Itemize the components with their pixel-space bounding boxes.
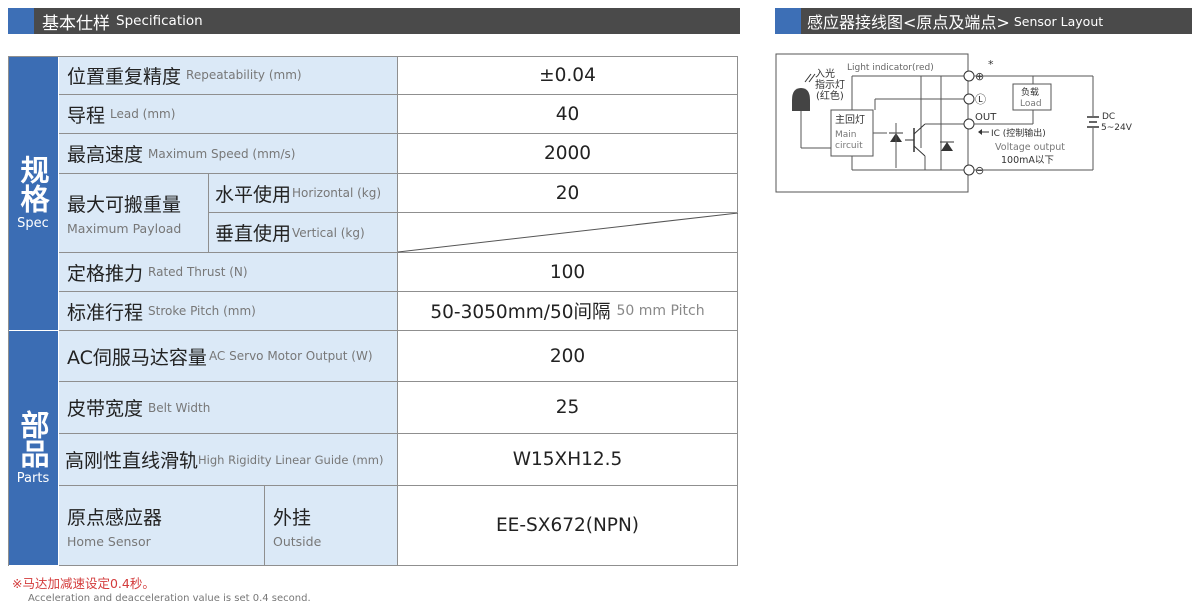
footnote-cn: ※马达加减速设定0.4秒。 <box>12 576 155 591</box>
spec-table: 规格 Spec 部品 Parts 位置重复精度 Repeatability (m… <box>8 56 738 566</box>
dc-range-label: 5~24V <box>1101 123 1133 133</box>
header-title-en: Sensor Layout <box>1013 13 1104 29</box>
label-cn: 外挂 <box>273 506 312 529</box>
load-cn: 负载 <box>1021 86 1039 98</box>
row-payload-label: 最大可搬重量 Maximum Payload <box>59 174 209 253</box>
label-en: Home Sensor <box>67 533 151 549</box>
label-cn: 高刚性直线滑轨 <box>65 450 199 472</box>
load-en: Load <box>1020 99 1042 109</box>
header-accent <box>8 8 34 34</box>
label-cn: 原点感应器 <box>67 506 163 529</box>
label-cn: 最大可搬重量 <box>67 194 182 216</box>
indicator-cn-label: 指示灯 <box>815 78 845 91</box>
label-en: Horizontal (kg) <box>292 186 382 200</box>
l-terminal-label: Ⓛ <box>975 93 986 106</box>
red-cn-label: (红色) <box>816 89 844 102</box>
main-circuit-en-2: circuit <box>835 141 863 151</box>
load-box <box>1012 83 1052 111</box>
row-home-sensor-label: 原点感应器 Home Sensor <box>59 486 265 566</box>
label-cn: 位置重复精度 <box>67 65 182 88</box>
label-en: Stroke Pitch (mm) <box>148 304 256 318</box>
row-home-sensor-mount-label: 外挂 Outside <box>265 486 398 566</box>
label-cn: 最高速度 <box>67 144 144 166</box>
row-guide-value: W15XH12.5 <box>398 434 738 486</box>
label-cn: 垂直使用 <box>215 223 292 245</box>
label-en: Belt Width <box>148 400 211 415</box>
label-cn: 定格推力 <box>67 262 144 285</box>
dc-source-icon <box>1087 116 1099 128</box>
label-en: Maximum Payload <box>67 221 182 236</box>
category-spec: 规格 Spec <box>8 56 59 331</box>
row-max-speed-value: 2000 <box>398 134 738 174</box>
label-en: Outside <box>273 533 322 549</box>
row-thrust-value: 100 <box>398 253 738 292</box>
row-motor-value: 200 <box>398 331 738 382</box>
row-repeatability-value: ±0.04 <box>398 56 738 95</box>
footnote-en: Acceleration and deacceleration value is… <box>28 593 311 604</box>
specification-header: 基本仕样 Specification <box>8 8 740 34</box>
header-accent <box>775 8 801 34</box>
not-applicable-diagonal <box>398 213 738 253</box>
out-terminal-icon <box>963 118 975 130</box>
row-payload-horizontal-value: 20 <box>398 174 738 213</box>
category-spec-cn: 规格 <box>16 155 50 213</box>
header-title-en: Specification <box>116 13 203 29</box>
category-parts: 部品 Parts <box>8 331 59 566</box>
star-mark: * <box>988 58 994 71</box>
row-payload-horizontal-label: 水平使用 Horizontal (kg) <box>209 174 398 213</box>
row-lead-value: 40 <box>398 95 738 134</box>
sensor-layout-header: 感应器接线图<原点及端点> Sensor Layout <box>775 8 1192 34</box>
current-limit-label: 100mA以下 <box>1001 155 1054 166</box>
category-spec-en: Spec <box>17 216 49 231</box>
header-title-cn: 感应器接线图<原点及端点> <box>807 13 1010 32</box>
led-icon <box>792 88 810 111</box>
row-belt-label: 皮带宽度 Belt Width <box>59 382 398 434</box>
label-cn: 皮带宽度 <box>67 398 144 420</box>
row-payload-vertical-label: 垂直使用 Vertical (kg) <box>209 213 398 253</box>
dc-label: DC <box>1102 112 1115 122</box>
label-cn: AC伺服马达容量 <box>67 346 207 369</box>
out-label: OUT <box>975 112 997 123</box>
main-circuit-en-1: Main <box>835 130 857 140</box>
main-circuit-cn: 主回灯 <box>835 114 865 126</box>
plus-terminal-icon <box>963 70 975 82</box>
transistor-icon <box>905 123 926 157</box>
ic-label: IC (控制输出) <box>991 127 1046 139</box>
row-stroke-value: 50-3050mm/50间隔 50 mm Pitch <box>398 292 738 331</box>
category-parts-en: Parts <box>16 471 50 486</box>
voltage-output-label: Voltage output <box>995 142 1065 153</box>
light-in-label: 入光 <box>815 67 835 80</box>
zener-diode-icon <box>940 141 954 151</box>
label-en: Vertical (kg) <box>292 225 365 240</box>
label-en: Rated Thrust (N) <box>148 265 248 279</box>
row-home-sensor-value: EE-SX672(NPN) <box>398 486 738 566</box>
label-en: High Rigidity Linear Guide (mm) <box>198 452 384 467</box>
row-payload-vertical-value <box>398 213 738 253</box>
row-guide-label: 高刚性直线滑轨 High Rigidity Linear Guide (mm) <box>59 434 398 486</box>
light-indicator-label: Light indicator(red) <box>847 63 934 73</box>
label-en: Repeatability (mm) <box>186 68 302 82</box>
row-stroke-label: 标准行程 Stroke Pitch (mm) <box>59 292 398 331</box>
row-motor-label: AC伺服马达容量 AC Servo Motor Output (W) <box>59 331 398 382</box>
sensor-wiring-diagram: Light indicator(red) 入光 指示灯 (红色) 主回灯 Mai… <box>775 53 1133 193</box>
stroke-value: 50-3050mm/50间隔 <box>430 302 611 323</box>
row-max-speed-label: 最高速度 Maximum Speed (mm/s) <box>59 134 398 174</box>
label-cn: 标准行程 <box>67 301 144 324</box>
label-en: Maximum Speed (mm/s) <box>148 146 296 161</box>
header-title-cn: 基本仕样 <box>42 13 110 34</box>
row-repeatability-label: 位置重复精度 Repeatability (mm) <box>59 56 398 95</box>
stroke-value-en: 50 mm Pitch <box>616 303 705 319</box>
label-cn: 导程 <box>67 104 106 127</box>
label-en: AC Servo Motor Output (W) <box>208 349 373 363</box>
label-en: Lead (mm) <box>110 107 176 121</box>
light-arrows-icon <box>804 73 816 83</box>
label-cn: 水平使用 <box>215 183 292 206</box>
l-terminal-icon <box>963 93 975 105</box>
row-lead-label: 导程 Lead (mm) <box>59 95 398 134</box>
minus-terminal-icon <box>963 164 975 176</box>
row-belt-value: 25 <box>398 382 738 434</box>
row-thrust-label: 定格推力 Rated Thrust (N) <box>59 253 398 292</box>
category-parts-cn: 部品 <box>16 410 50 468</box>
